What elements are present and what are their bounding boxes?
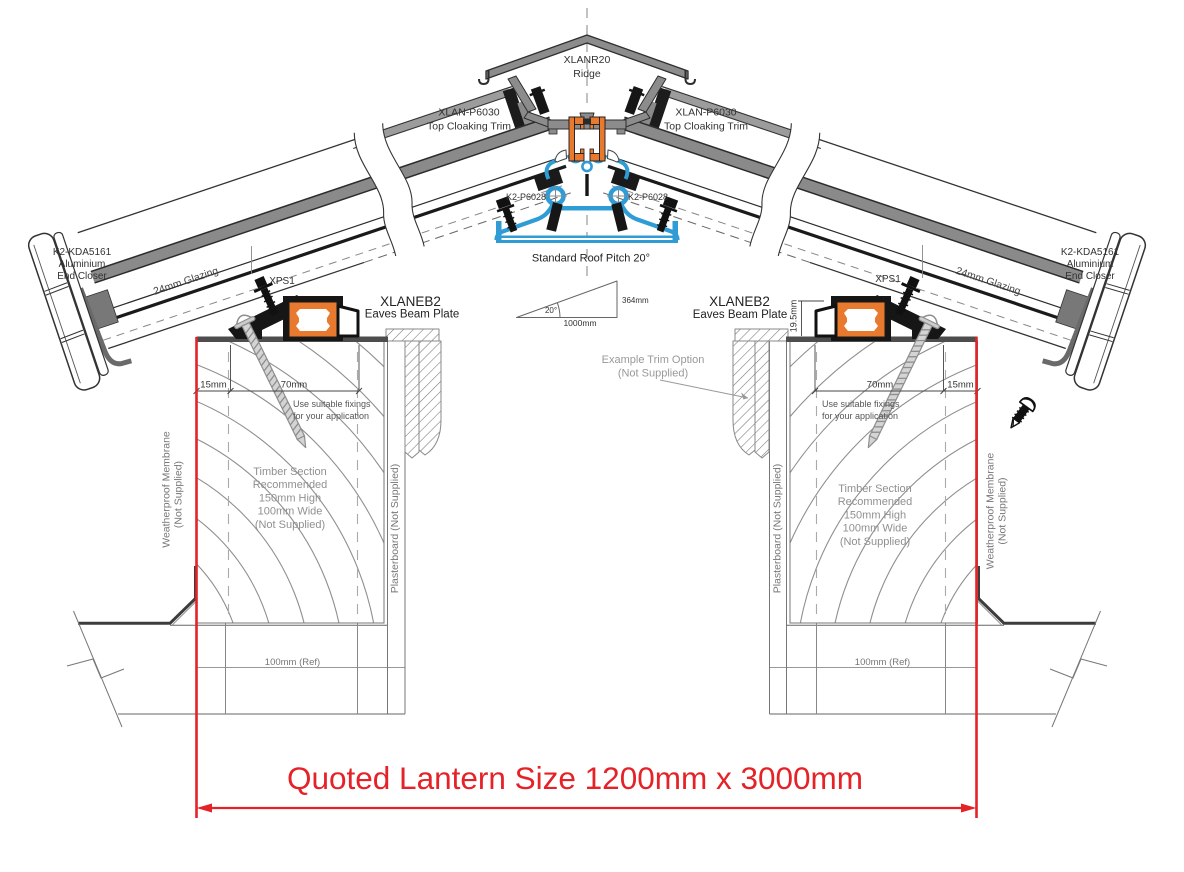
svg-text:End Closer: End Closer: [57, 271, 107, 282]
svg-text:K2-KDA5161: K2-KDA5161: [1061, 247, 1120, 258]
svg-text:K2-P6028: K2-P6028: [506, 192, 546, 202]
svg-text:XPS1: XPS1: [269, 276, 295, 287]
svg-text:70mm: 70mm: [281, 380, 307, 391]
svg-text:Aluminium: Aluminium: [59, 259, 106, 270]
svg-text:(Not Supplied): (Not Supplied): [997, 477, 1009, 544]
svg-text:1000mm: 1000mm: [563, 318, 596, 328]
svg-text:Standard Roof Pitch 20°: Standard Roof Pitch 20°: [532, 253, 650, 265]
svg-text:Top Cloaking Trim: Top Cloaking Trim: [427, 121, 511, 133]
svg-text:Weatherproof Membrane: Weatherproof Membrane: [985, 453, 997, 570]
svg-text:19.5mm: 19.5mm: [789, 300, 799, 333]
svg-text:Ridge: Ridge: [573, 68, 601, 80]
svg-text:(Not Supplied): (Not Supplied): [255, 519, 325, 531]
svg-text:20°: 20°: [545, 306, 557, 315]
svg-text:XLAN-P6030: XLAN-P6030: [675, 107, 736, 119]
svg-text:Quoted Lantern Size 1200mm x 3: Quoted Lantern Size 1200mm x 3000mm: [287, 760, 863, 796]
svg-text:Timber Section: Timber Section: [838, 483, 912, 495]
svg-text:Example Trim Option: Example Trim Option: [602, 354, 705, 366]
svg-text:Aluminium: Aluminium: [1067, 259, 1114, 270]
svg-text:Use suitable fixings: Use suitable fixings: [822, 399, 900, 409]
svg-text:Recommended: Recommended: [253, 479, 328, 491]
svg-text:70mm: 70mm: [867, 380, 893, 391]
svg-text:Recommended: Recommended: [838, 496, 913, 508]
svg-text:K2-P6028: K2-P6028: [628, 192, 668, 202]
svg-text:Eaves Beam Plate: Eaves Beam Plate: [365, 309, 460, 321]
svg-text:Top Cloaking Trim: Top Cloaking Trim: [664, 121, 748, 133]
svg-text:15mm: 15mm: [947, 380, 973, 391]
svg-text:Timber Section: Timber Section: [253, 466, 327, 478]
svg-text:XLAN-P6030: XLAN-P6030: [438, 107, 499, 119]
svg-text:Plasterboard (Not Supplied): Plasterboard (Not Supplied): [389, 464, 401, 594]
svg-text:150mm High: 150mm High: [844, 509, 906, 521]
svg-text:XLANEB2: XLANEB2: [380, 294, 441, 309]
svg-text:for your application: for your application: [822, 411, 898, 421]
svg-text:XLANEB2: XLANEB2: [709, 294, 770, 309]
svg-text:(Not Supplied): (Not Supplied): [618, 368, 688, 380]
svg-text:Weatherproof Membrane: Weatherproof Membrane: [161, 431, 173, 548]
svg-text:100mm (Ref): 100mm (Ref): [265, 657, 320, 668]
svg-text:Eaves Beam Plate: Eaves Beam Plate: [693, 309, 788, 321]
svg-text:Plasterboard (Not Supplied): Plasterboard (Not Supplied): [772, 464, 784, 594]
svg-text:100mm Wide: 100mm Wide: [843, 523, 908, 535]
svg-text:(Not Supplied): (Not Supplied): [840, 536, 910, 548]
svg-text:364mm: 364mm: [622, 296, 649, 305]
svg-text:15mm: 15mm: [200, 380, 226, 391]
svg-text:K2-KDA5161: K2-KDA5161: [53, 247, 112, 258]
svg-text:XPS1: XPS1: [875, 274, 901, 285]
svg-text:150mm High: 150mm High: [259, 492, 321, 504]
svg-text:End Closer: End Closer: [1065, 271, 1115, 282]
svg-text:(Not Supplied): (Not Supplied): [173, 461, 185, 528]
svg-text:100mm (Ref): 100mm (Ref): [855, 657, 910, 668]
svg-text:for your application: for your application: [293, 411, 369, 421]
svg-text:XLANR20: XLANR20: [564, 54, 611, 66]
svg-text:Use suitable fixings: Use suitable fixings: [293, 399, 371, 409]
svg-text:100mm Wide: 100mm Wide: [258, 506, 323, 518]
